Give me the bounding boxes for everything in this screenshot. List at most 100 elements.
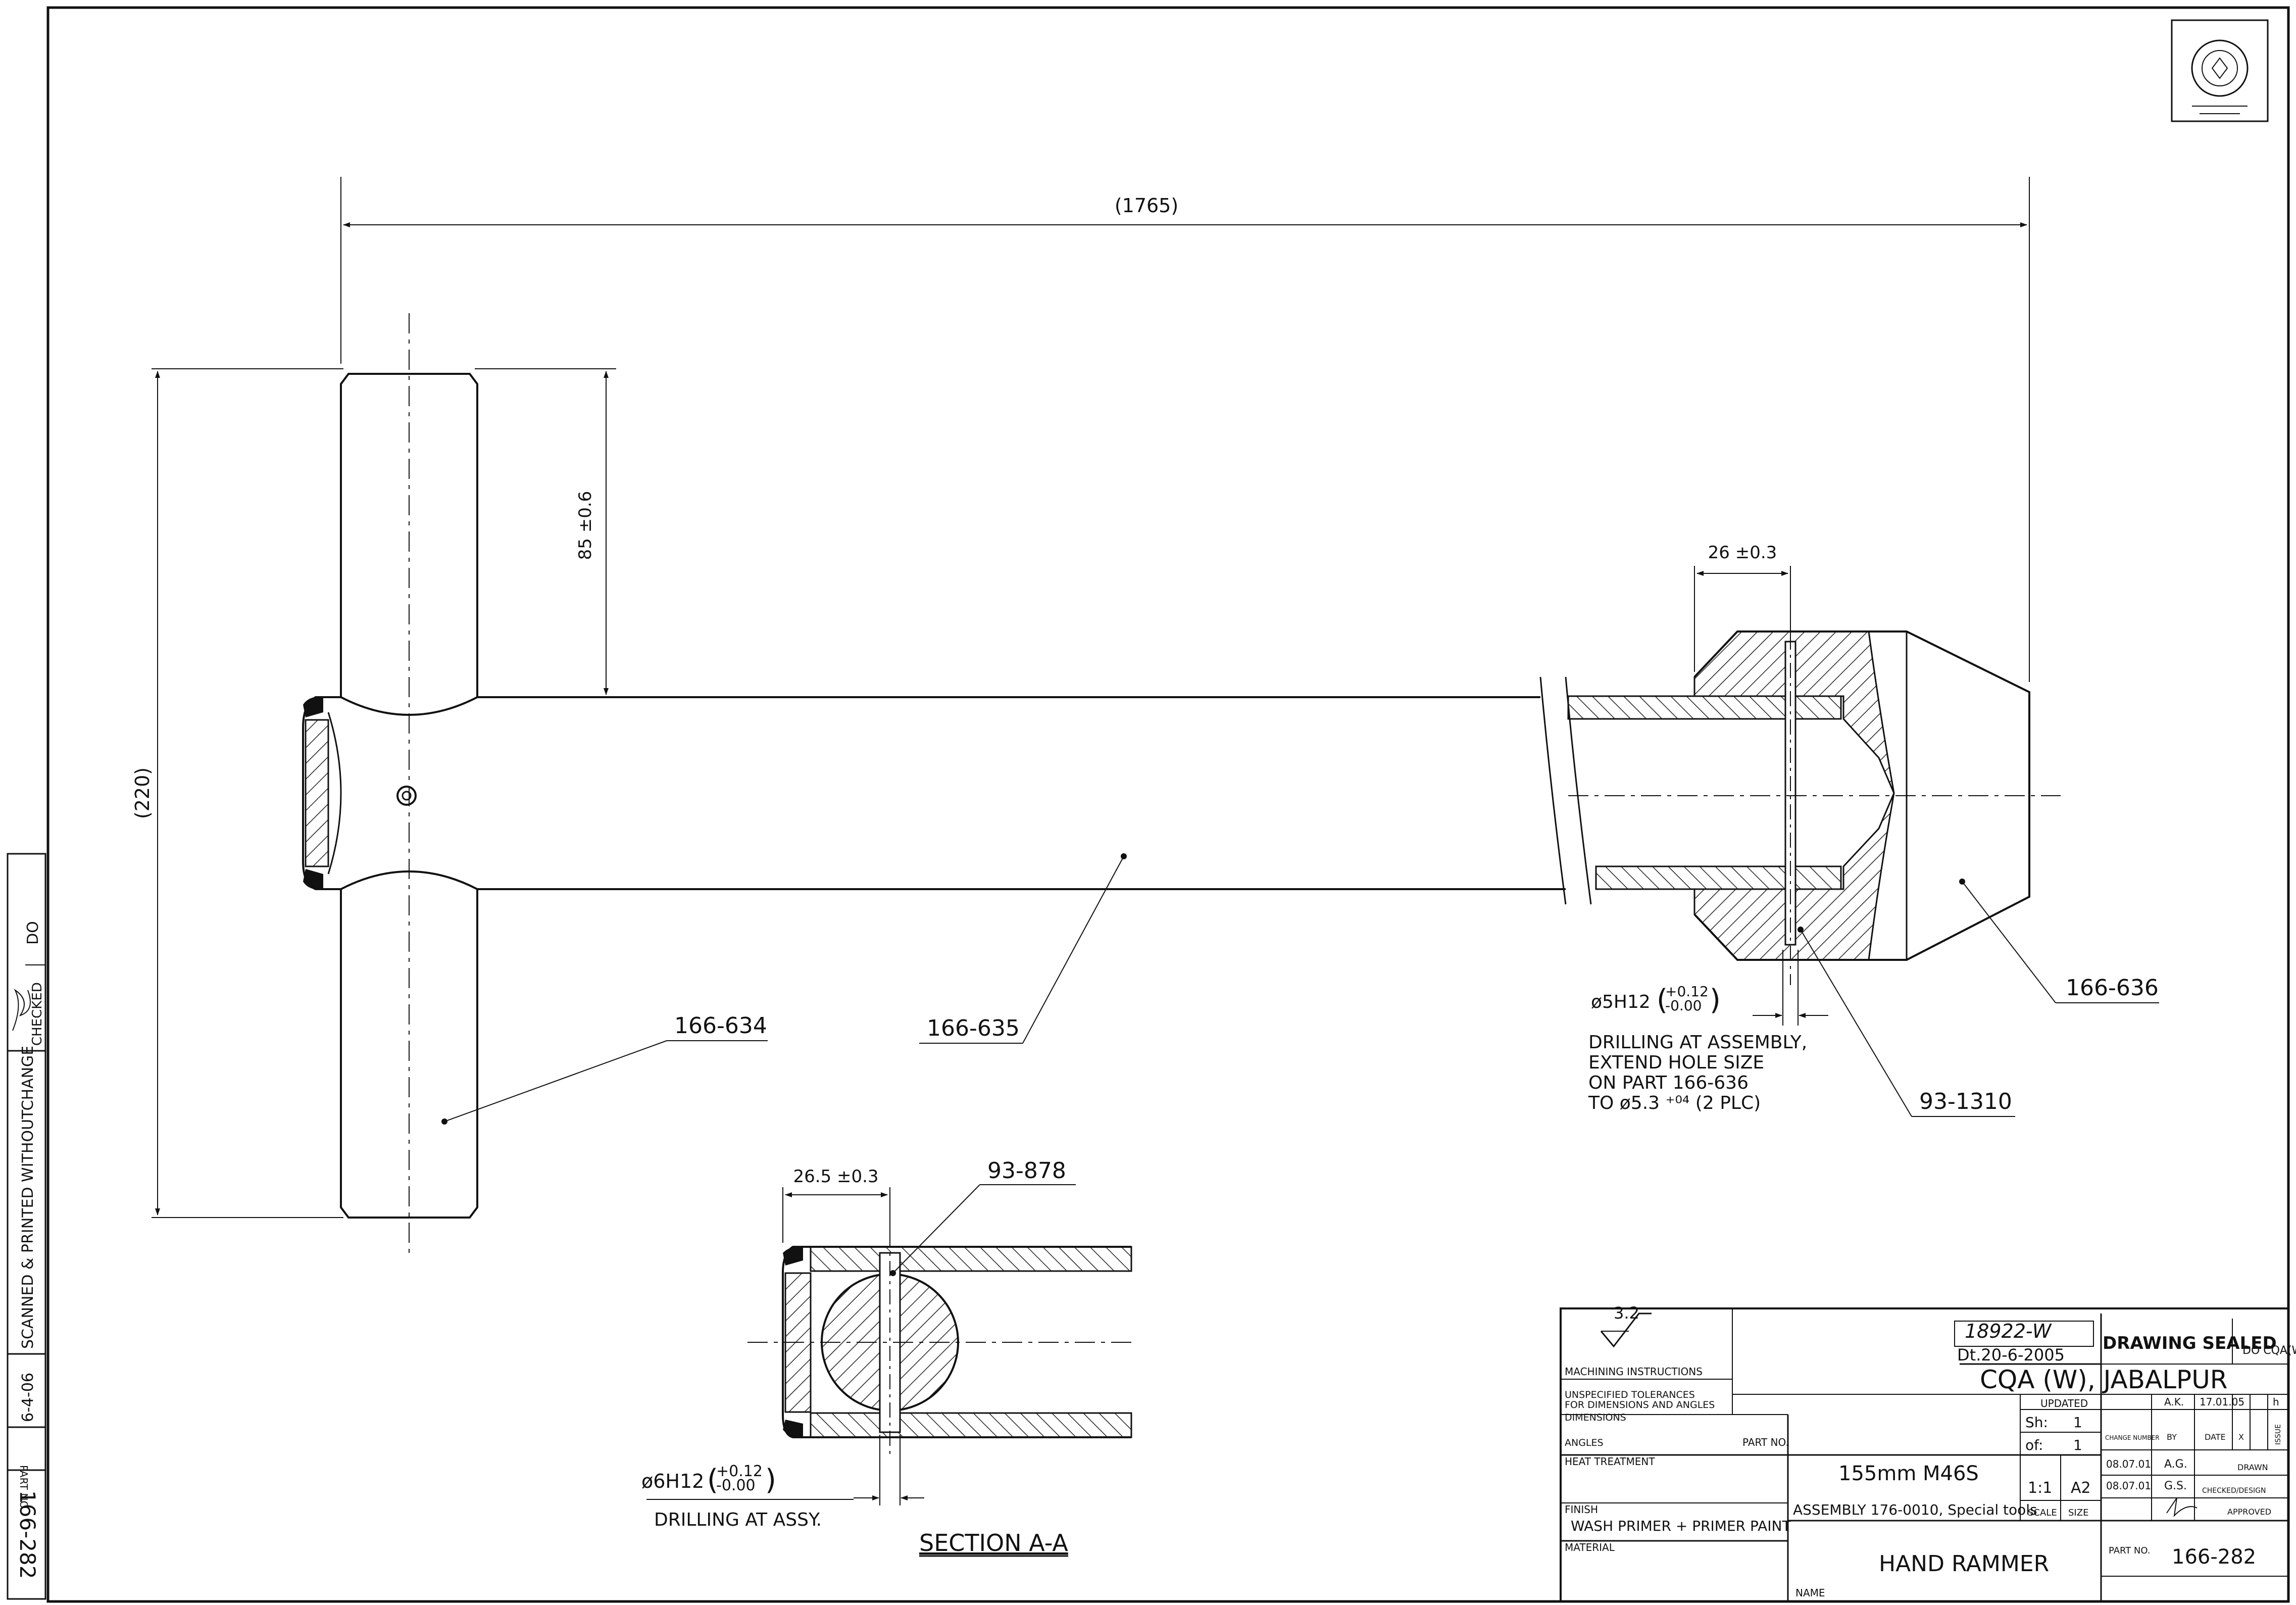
dimension-handle-height: (220) bbox=[131, 368, 343, 1218]
finish-label: FINISH bbox=[1565, 1503, 1598, 1516]
issue-label: ISSUE bbox=[2274, 1424, 2282, 1445]
signature-icon bbox=[12, 989, 31, 1031]
surface-finish-icon bbox=[1600, 1312, 1652, 1348]
head-hole-tol-up: +0.12 bbox=[1665, 983, 1709, 1000]
row3-role: APPROVED bbox=[2227, 1507, 2271, 1517]
callout-head-pin-text: 93-1310 bbox=[1919, 1089, 2012, 1114]
dimension-head-offset-text: 26 ±0.3 bbox=[1708, 543, 1777, 563]
seal-sign: DO CQA(W) bbox=[2242, 1344, 2296, 1357]
dimension-overall-text: (1765) bbox=[1115, 194, 1178, 217]
row2-date: 08.07.01 bbox=[2106, 1480, 2151, 1492]
emblem-icon bbox=[2171, 19, 2269, 122]
scale-value: 1:1 bbox=[2028, 1479, 2052, 1497]
callout-handle-text: 166-634 bbox=[674, 1013, 767, 1039]
margin-checked: CHECKED bbox=[30, 982, 45, 1046]
size-value: A2 bbox=[2071, 1479, 2091, 1497]
seal-ref: 18922-W bbox=[1965, 1320, 2052, 1342]
section-hole-tol-low: -0.00 bbox=[716, 1477, 756, 1494]
head-hole-tol-main: ø5H12 bbox=[1591, 992, 1651, 1012]
section-view bbox=[747, 1233, 1132, 1455]
head-hole-note: ø5H12 ( +0.12 -0.00 ) DRILLING AT ASSEMB… bbox=[1588, 950, 1828, 1113]
row2-by: G.S. bbox=[2164, 1480, 2187, 1492]
name-label: NAME bbox=[1795, 1587, 1825, 1599]
dimension-section-offset-text: 26.5 ±0.3 bbox=[793, 1166, 878, 1187]
dimension-handle-half-text: 85 ±0.6 bbox=[575, 491, 595, 560]
material-label: MATERIAL bbox=[1565, 1541, 1615, 1553]
sheet-value: 1 bbox=[2073, 1414, 2082, 1431]
head-part bbox=[1567, 606, 2061, 985]
section-hole-tol-main: ø6H12 bbox=[641, 1470, 704, 1492]
margin-scan-note: SCANNED & PRINTED WITHOUTCHANGE bbox=[19, 1046, 37, 1349]
head-hole-paren: ( bbox=[1657, 984, 1668, 1016]
tolerance-line-2: FOR DIMENSIONS AND ANGLES bbox=[1565, 1399, 1715, 1411]
drill-note-line-2: EXTEND HOLE SIZE bbox=[1588, 1052, 1764, 1073]
margin-date: 6-4-06 bbox=[19, 1373, 37, 1422]
callout-shaft: 166-635 bbox=[919, 853, 1127, 1044]
of-label: of: bbox=[2025, 1437, 2043, 1453]
section-hole-note: ø6H12 ( +0.12 -0.00 ) DRILLING AT ASSY. bbox=[641, 1435, 924, 1530]
callout-head: 166-636 bbox=[1959, 879, 2159, 1003]
row1-by: A.G. bbox=[2164, 1458, 2187, 1471]
margin-part-no-label: PART NO. bbox=[18, 1465, 30, 1512]
surface-finish-value: 3.2 bbox=[1614, 1303, 1639, 1323]
shaft-part bbox=[477, 676, 1592, 905]
callout-head-pin: 93-1310 bbox=[1798, 927, 2015, 1117]
drawing-frame bbox=[46, 6, 2290, 1603]
angles-label: ANGLES bbox=[1565, 1437, 1604, 1448]
tolerance-line-1: UNSPECIFIED TOLERANCES bbox=[1565, 1389, 1695, 1400]
sheet-label: Sh: bbox=[2025, 1414, 2048, 1431]
margin-do: DO bbox=[24, 921, 42, 945]
heat-treatment-label: HEAT TREATMENT bbox=[1565, 1455, 1655, 1468]
callout-shaft-text: 166-635 bbox=[927, 1015, 1020, 1041]
scale-label: SCALE bbox=[2028, 1507, 2057, 1518]
section-title: SECTION A-A bbox=[919, 1529, 1068, 1557]
section-hole-paren-close: ) bbox=[765, 1464, 776, 1496]
x-label: X bbox=[2238, 1432, 2244, 1442]
dimension-head-offset: 26 ±0.3 bbox=[1694, 543, 1791, 672]
dimension-handle-half: 85 ±0.6 bbox=[475, 368, 616, 695]
of-value: 1 bbox=[2073, 1437, 2082, 1453]
org-name: CQA (W), JABALPUR bbox=[1980, 1365, 2228, 1394]
approval-signature-icon bbox=[2166, 1497, 2198, 1517]
handle-part bbox=[302, 313, 478, 1253]
row2-role: CHECKED/DESIGN bbox=[2202, 1487, 2266, 1495]
ak-date: 17.01.05 bbox=[2200, 1396, 2244, 1408]
callout-head-text: 166-636 bbox=[2066, 975, 2159, 1001]
drawing-name: HAND RAMMER bbox=[1879, 1551, 2049, 1577]
assembly-ref: ASSEMBLY 176-0010, Special tools bbox=[1793, 1501, 2037, 1518]
part-no-label-right: PART NO. bbox=[2109, 1545, 2151, 1556]
ak-initials: A.K. bbox=[2164, 1396, 2184, 1408]
margin-part-no: 166-282 bbox=[15, 1490, 40, 1579]
margin-strip: DO CHECKED SCANNED & PRINTED WITHOUTCHAN… bbox=[7, 853, 46, 1600]
row1-date: 08.07.01 bbox=[2106, 1458, 2151, 1470]
size-label: SIZE bbox=[2068, 1507, 2088, 1518]
drill-note-line-3: ON PART 166-636 bbox=[1588, 1073, 1749, 1093]
dimension-handle-height-text: (220) bbox=[131, 767, 154, 819]
drill-note-line-4: TO ø5.3 ⁺⁰⁴ (2 PLC) bbox=[1588, 1093, 1761, 1113]
seal-text: DRAWING SEALED bbox=[2103, 1333, 2277, 1353]
callout-handle: 166-634 bbox=[441, 1013, 768, 1125]
head-hole-paren-close: ) bbox=[1710, 984, 1721, 1016]
title-block: 3.2 MACHINING INSTRUCTIONS UNSPECIFIED T… bbox=[1560, 1303, 2296, 1602]
part-no-value: 166-282 bbox=[2172, 1545, 2256, 1569]
change-number-label: CHANGE NUMBER bbox=[2105, 1434, 2160, 1441]
drill-assy-note: DRILLING AT ASSY. bbox=[654, 1510, 822, 1530]
by-label: BY bbox=[2167, 1432, 2177, 1442]
callout-section-pin: 93-878 bbox=[890, 1158, 1076, 1276]
dimensions-label: DIMENSIONS bbox=[1565, 1412, 1626, 1423]
row1-role: DRAWN bbox=[2237, 1463, 2268, 1472]
h-mark: h bbox=[2273, 1396, 2279, 1408]
section-hole-paren: ( bbox=[707, 1464, 718, 1496]
project-name: 155mm M46S bbox=[1838, 1462, 1979, 1485]
dimension-section-offset: 26.5 ±0.3 bbox=[782, 1166, 890, 1248]
head-hole-tol-low: -0.00 bbox=[1665, 997, 1702, 1014]
callout-section-pin-text: 93-878 bbox=[987, 1158, 1066, 1184]
drill-note-line-1: DRILLING AT ASSEMBLY, bbox=[1588, 1032, 1807, 1053]
date-label: DATE bbox=[2205, 1432, 2226, 1442]
section-hole-tol-up: +0.12 bbox=[716, 1463, 763, 1480]
seal-date: Dt.20-6-2005 bbox=[1957, 1345, 2065, 1365]
machining-label: MACHINING INSTRUCTIONS bbox=[1565, 1366, 1703, 1378]
updated-label: UPDATED bbox=[2040, 1397, 2088, 1409]
finish-value: WASH PRIMER + PRIMER PAINT bbox=[1571, 1518, 1791, 1534]
